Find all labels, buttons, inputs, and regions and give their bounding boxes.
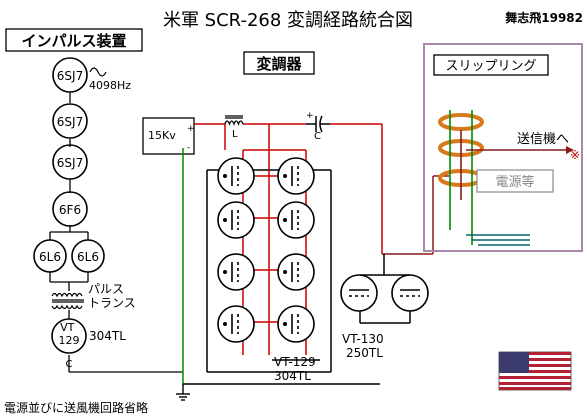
oscillator-frequency: 4098Hz (89, 79, 131, 92)
author-credit: 舞志飛19982 (504, 10, 583, 25)
tube-6sj7-oscillator: 6SJ7 (52, 57, 88, 93)
switch-tube-right (391, 274, 429, 312)
modulator-tube (277, 157, 315, 195)
modulator-tube (277, 305, 315, 343)
sine-wave-icon (89, 67, 107, 77)
pulse-unit-box (5, 28, 143, 52)
slip-ring-frame (423, 43, 583, 252)
reference-mark: ※ (570, 148, 580, 162)
tube-label: 6F6 (59, 203, 81, 217)
tube-label: 6SJ7 (57, 156, 83, 170)
tube-6sj7-amplifier-1: 6SJ7 (52, 103, 88, 139)
tube-6sj7-amplifier-2: 6SJ7 (52, 144, 88, 180)
tube-label: 6SJ7 (57, 69, 83, 83)
hv-supply-box (142, 117, 195, 155)
modulator-box (243, 51, 315, 75)
hv-supply-label: 15Kv (148, 129, 176, 142)
modulator-tube (217, 253, 255, 291)
pulse-transformer-symbol (51, 292, 84, 310)
tube-6l6-left: 6L6 (33, 239, 67, 273)
footnote: 電源並びに送風機回路省略 (4, 400, 148, 415)
modulator-tube (217, 305, 255, 343)
inductor-symbol (224, 115, 244, 126)
capacitor-symbol (306, 115, 330, 133)
ground-symbol (176, 384, 190, 401)
switch-tube-left (340, 274, 378, 312)
modulator-tube-bank (217, 157, 315, 343)
tube-label: 6L6 (39, 250, 61, 264)
tube-label: 6SJ7 (57, 115, 83, 129)
modulator-tube (217, 157, 255, 195)
modulator-tube-dots (223, 174, 287, 326)
slip-ring-box (433, 54, 549, 76)
us-flag-icon (498, 351, 572, 391)
pulse-transformer-label: パルス トランス (88, 282, 136, 310)
capacitor-label: C (314, 131, 321, 142)
tube-6f6-driver: 6F6 (52, 191, 88, 227)
modulator-tube (277, 253, 315, 291)
arrowhead-icon (566, 146, 574, 154)
tube-label: 6L6 (77, 250, 99, 264)
inductor-label: L (232, 129, 238, 140)
tube-label: VT 129 (59, 321, 80, 347)
to-transmitter-label: 送信機へ (517, 132, 569, 147)
pulse-unit-label: インパルス装置 (21, 32, 126, 50)
capacitor-plus-mark: + (306, 111, 314, 121)
tube-6l6-right: 6L6 (71, 239, 105, 273)
pulse-output-c-label: C (66, 359, 73, 370)
switch-tube-type-label: VT-130 250TL (342, 332, 388, 360)
pulse-output-tube-type: 304TL (89, 329, 126, 343)
hv-minus-mark: - (187, 143, 190, 153)
modulator-label: 変調器 (256, 55, 302, 73)
power-supply-box (476, 169, 554, 193)
slip-ring-label: スリップリング (445, 59, 536, 74)
slip-ring-shaft (449, 110, 566, 246)
pulse-unit-wiring (49, 92, 183, 373)
modulator-tube (277, 201, 315, 239)
tube-vt129-pulse-output: VT 129 (51, 318, 87, 354)
diagram-title: 米軍 SCR-268 変調経路統合図 (163, 10, 413, 31)
modulator-tube (217, 201, 255, 239)
modulator-tube-type-label: VT-129 304TL (274, 355, 320, 383)
power-supply-label: 電源等 (495, 174, 534, 190)
hv-plus-mark: + (187, 124, 195, 134)
